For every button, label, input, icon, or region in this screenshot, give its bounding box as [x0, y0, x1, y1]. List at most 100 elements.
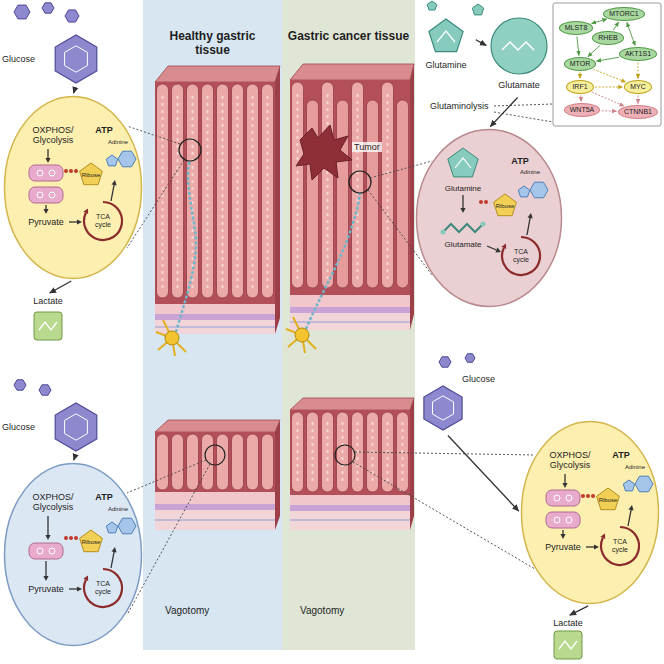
label-text: ATP — [505, 156, 535, 166]
lactate-node: Lactate — [20, 294, 76, 356]
arrow-connector — [638, 63, 639, 79]
label-text: Glutamine — [433, 184, 493, 193]
gene-node: MTORC1 — [603, 7, 644, 21]
cell-ellipse: OXPHOS/ Glycolysis ATP AdinineRibosePyruva… — [520, 420, 660, 605]
arrow-connector — [74, 89, 75, 93]
arrow-connector — [613, 22, 618, 30]
gene-node: CTNNB1 — [618, 105, 658, 119]
gene-name: AKT1S1 — [625, 50, 651, 57]
arrow-connector — [627, 22, 635, 45]
glucose-node: Glucose — [2, 32, 107, 87]
cell-ellipse: OXPHOS/ Glycolysis ATP AdinineRibosePyruva… — [3, 95, 143, 280]
label-text: TCA cycle — [89, 580, 117, 596]
arrow-connector — [580, 73, 581, 79]
label-text: Adinine — [515, 169, 545, 176]
label-text: Glutamate — [488, 80, 550, 90]
arrow-connector — [592, 92, 624, 106]
arrow-connector — [74, 457, 75, 460]
lactate-node: Lactate — [540, 616, 596, 662]
gene-name: MTORC1 — [609, 10, 638, 17]
healthy-tissue-bottom — [155, 420, 280, 530]
gene-node: MTOR — [564, 57, 596, 71]
gene-node: WNT5A — [564, 103, 601, 117]
cell-ellipse: OXPHOS/ GlycolysisATPAdinineRibosePyruva… — [3, 462, 143, 647]
gene-node: MLST8 — [559, 21, 594, 35]
label-text: Adinine — [103, 506, 133, 513]
label-text: OXPHOS/ Glycolysis — [23, 492, 83, 513]
label-text: Adinine — [620, 464, 650, 471]
label-text: Glucose — [2, 422, 44, 432]
label-text: Pyruvate — [534, 542, 592, 552]
glutamine-node: Glutamine — [418, 14, 474, 76]
label-text: Lactate — [540, 618, 596, 628]
label-text: TCA cycle — [606, 538, 634, 554]
arrow-connector — [580, 96, 582, 102]
cancer-band — [282, 0, 415, 650]
label-text: ATP — [89, 492, 119, 502]
label-text: Adinine — [103, 139, 133, 146]
label-text: Lactate — [20, 296, 76, 306]
gene-node: AKT1S1 — [619, 47, 657, 61]
label-text: OXPHOS/ Glycolysis — [540, 450, 600, 471]
label-text: Glutamine — [418, 60, 474, 70]
edge-label: Glutaminolysis — [428, 101, 491, 111]
cancer-tissue-top — [290, 64, 414, 330]
gene-name: WNT5A — [570, 106, 595, 113]
magnifier-circles — [179, 139, 371, 465]
cell-drawing — [3, 95, 143, 280]
gene-name: MYC — [630, 83, 646, 90]
cell-drawing — [415, 128, 563, 308]
arrow-connector — [593, 69, 625, 82]
neurons — [156, 161, 360, 356]
label-text: Ribose — [594, 497, 622, 504]
gene-name: RHEB — [598, 34, 617, 41]
tumor-mass — [296, 125, 352, 180]
label-text: Pyruvate — [17, 584, 75, 594]
gene-name: IRF1 — [572, 83, 587, 90]
label-text: Gastric cancer tissue — [287, 30, 410, 44]
label-text: ATP — [606, 450, 636, 460]
label-text: Healthy gastric tissue — [151, 30, 274, 58]
label-text: TCA cycle — [89, 213, 117, 229]
label-text: Vagotomy — [165, 605, 245, 617]
arrow-connector — [50, 281, 72, 293]
label-text: OXPHOS/ Glycolysis — [23, 125, 83, 146]
label-text: Ribose — [77, 172, 105, 179]
label-text: ATP — [89, 125, 119, 135]
healthy-band — [143, 0, 282, 650]
gene-node: IRF1 — [566, 80, 593, 94]
gene-node: MYC — [624, 80, 652, 94]
cell-drawing — [3, 462, 143, 647]
arrow-connector — [588, 45, 600, 56]
healthy-tissue-top — [155, 66, 280, 334]
cell-ellipse: Glutamine ATP AdinineRiboseGlutamateTCA cy… — [415, 128, 563, 308]
label-text: Vagotomy — [300, 605, 380, 617]
arrow-connector — [476, 40, 486, 46]
glutamate-node: Glutamate — [488, 16, 550, 96]
tissue-panel: Healthy gastric tissueVagotomy — [143, 0, 282, 650]
arrow-connector — [577, 37, 579, 56]
network-box — [553, 3, 661, 126]
glucose-node: Glucose — [418, 372, 513, 434]
cell-drawing — [520, 420, 660, 605]
gene-node: RHEB — [592, 31, 623, 45]
arrow-connector — [448, 436, 519, 512]
arrow-connector — [602, 110, 617, 112]
arrow-connector — [595, 87, 623, 88]
gene-name: CTNNB1 — [624, 108, 652, 115]
label-text: Glucose — [2, 54, 44, 64]
cancer-tissue-bottom — [290, 398, 414, 530]
gene-name: MLST8 — [565, 24, 588, 31]
label-text: Pyruvate — [17, 217, 75, 227]
label-text: Glutamate — [433, 240, 493, 249]
annotation-label: Tumor — [352, 142, 382, 152]
gene-name: MTOR — [570, 60, 590, 67]
arrow-connector — [490, 98, 517, 127]
label-text: TCA cycle — [507, 248, 535, 264]
label-text: Ribose — [491, 203, 519, 210]
arrow-connector — [570, 606, 588, 615]
panel-bands — [143, 0, 415, 650]
arrow-connector — [638, 96, 639, 104]
